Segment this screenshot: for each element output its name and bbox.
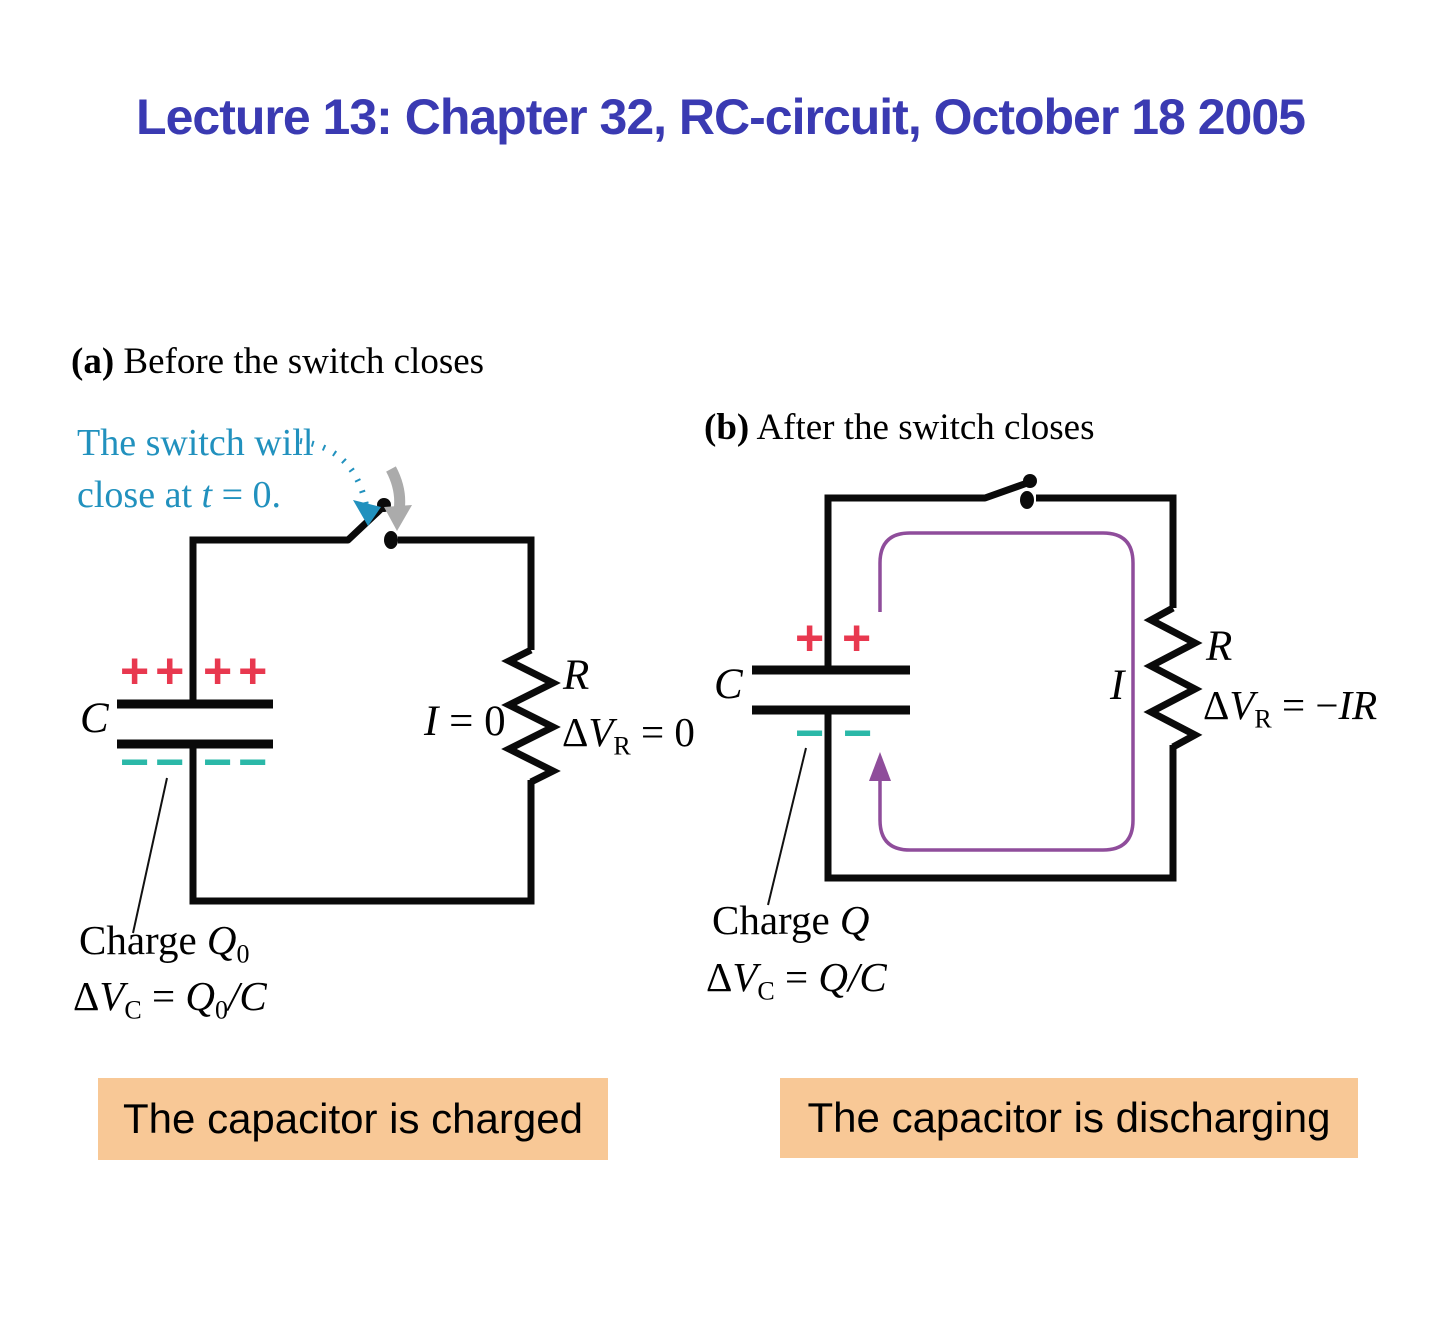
note-line2-var: t (201, 474, 213, 517)
minus-charges-a-right: − − (203, 734, 267, 790)
heading-a: (a) Before the switch closes (71, 343, 484, 380)
gray-close-arrow-icon (384, 466, 412, 531)
heading-b: (b) After the switch closes (704, 409, 1094, 446)
ir-var: IR (1338, 682, 1378, 728)
v-var: V (732, 954, 758, 1000)
v-var: V (99, 973, 125, 1019)
heading-a-label: (a) (71, 341, 115, 382)
heading-a-text: Before the switch closes (114, 341, 485, 382)
capacitor-a-plates (117, 699, 273, 749)
equals: = (774, 954, 819, 1000)
plus-charges-a-left: + + (120, 643, 184, 699)
equals-minus: = − (1271, 682, 1339, 728)
resistor-a (501, 646, 561, 786)
minus-charges-a-left: − − (120, 734, 184, 790)
delta: Δ (562, 709, 589, 755)
switch-note-line2: close at t = 0. (77, 469, 313, 521)
delta-vr-b-formula: ΔVR = −IR (1203, 685, 1377, 732)
circuit-a-wires (189, 536, 535, 905)
subscript-zero: 0 (236, 939, 250, 969)
delta: Δ (706, 954, 733, 1000)
plus-charges-a-right: + + (203, 643, 267, 699)
q-var: Q (206, 917, 237, 963)
current-b-label: I (1110, 662, 1125, 709)
charge-a-label: Charge Q0 (79, 920, 250, 967)
capacitor-b-plates (752, 665, 910, 715)
equals-zero: = 0 (630, 709, 695, 755)
subscript-r: R (1254, 704, 1272, 734)
charge-word: Charge (79, 917, 207, 963)
switch-b-closing (981, 474, 1037, 509)
delta: Δ (73, 973, 100, 1019)
v-var: V (588, 709, 614, 755)
v-var: V (1229, 682, 1255, 728)
switch-note: The switch will close at t = 0. (77, 417, 313, 522)
minus-charge-b-right: − (843, 705, 872, 761)
cyan-dotted-arrow-icon (299, 438, 381, 526)
note-line2-post: = 0. (212, 474, 282, 517)
over-c: /C (228, 973, 267, 1019)
q-var: Q (839, 897, 870, 943)
current-a-var: I (424, 698, 439, 745)
delta-vc-a-formula: ΔVC = Q0/C (73, 976, 267, 1023)
subscript-r: R (613, 731, 631, 761)
resistor-a-label: R (563, 652, 590, 699)
note-line2-pre: close at (77, 474, 202, 517)
slide-title: Lecture 13: Chapter 32, RC-circuit, Octo… (136, 89, 1306, 145)
current-a-formula: I = 0 (424, 700, 506, 743)
circuit-b-wires (824, 494, 1177, 882)
charge-b-label: Charge Q (712, 900, 870, 941)
delta: Δ (1203, 682, 1230, 728)
plus-charge-b-right: + (842, 610, 871, 666)
subscript-c: C (124, 995, 142, 1025)
current-loop-b (869, 531, 1135, 852)
charge-word: Charge (712, 897, 840, 943)
delta-vc-b-formula: ΔVC = Q/C (706, 957, 887, 1004)
pointer-line-a (132, 777, 168, 934)
resistor-b-label: R (1206, 623, 1233, 670)
caption-a: The capacitor is charged (98, 1078, 608, 1160)
subscript-c: C (757, 976, 775, 1006)
over-c: /C (848, 954, 887, 1000)
q-var: Q (818, 954, 848, 1000)
capacitor-b-label: C (714, 661, 743, 708)
delta-vr-a-formula: ΔVR = 0 (562, 712, 695, 759)
caption-b: The capacitor is discharging (780, 1078, 1358, 1158)
q-var: Q (185, 973, 215, 1019)
plus-charge-b-left: + (795, 610, 824, 666)
switch-note-line1: The switch will (77, 422, 314, 464)
heading-b-label: (b) (704, 407, 750, 448)
minus-charge-b-left: − (795, 705, 824, 761)
heading-b-text: After the switch closes (749, 407, 1095, 448)
resistor-b (1143, 604, 1203, 751)
capacitor-a-label: C (80, 695, 109, 742)
equals: = (141, 973, 186, 1019)
pointer-line-b (767, 747, 807, 906)
subscript-zero: 0 (215, 995, 228, 1025)
current-a-rest: = 0 (438, 698, 506, 745)
